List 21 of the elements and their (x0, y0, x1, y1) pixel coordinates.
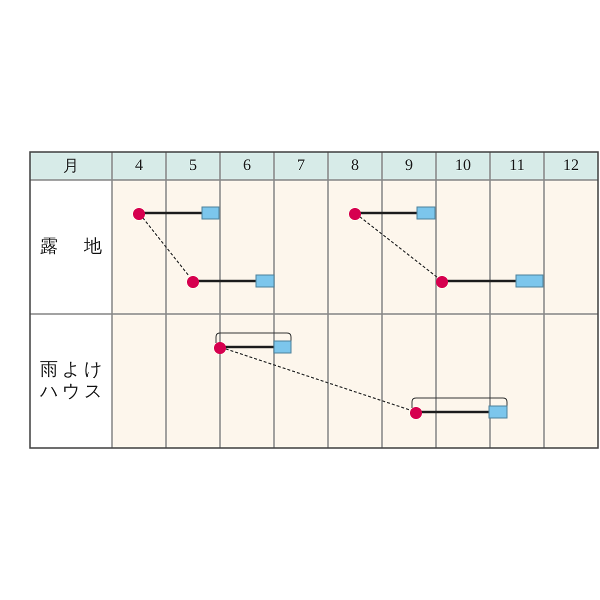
month-label: 10 (454, 156, 472, 176)
month-label: 4 (134, 156, 144, 176)
sowing-dot (410, 406, 422, 418)
sowing-dot (187, 275, 199, 287)
sowing-dot (214, 341, 226, 353)
header-label: 月 (62, 154, 80, 176)
month-label: 7 (296, 156, 306, 176)
connector-line (226, 348, 410, 411)
month-label: 6 (242, 156, 252, 176)
month-label: 11 (508, 156, 526, 176)
month-label: 12 (562, 156, 580, 176)
row-label: 雨よけハウス (40, 359, 102, 403)
row-label: 露地 (40, 236, 102, 258)
connector-line (142, 217, 190, 277)
sowing-dot (349, 207, 361, 219)
month-label: 5 (188, 156, 198, 176)
sowing-dot (133, 207, 145, 219)
sowing-dot (436, 275, 448, 287)
month-label: 8 (350, 156, 360, 176)
month-label: 9 (404, 156, 414, 176)
connector-line (359, 216, 438, 278)
